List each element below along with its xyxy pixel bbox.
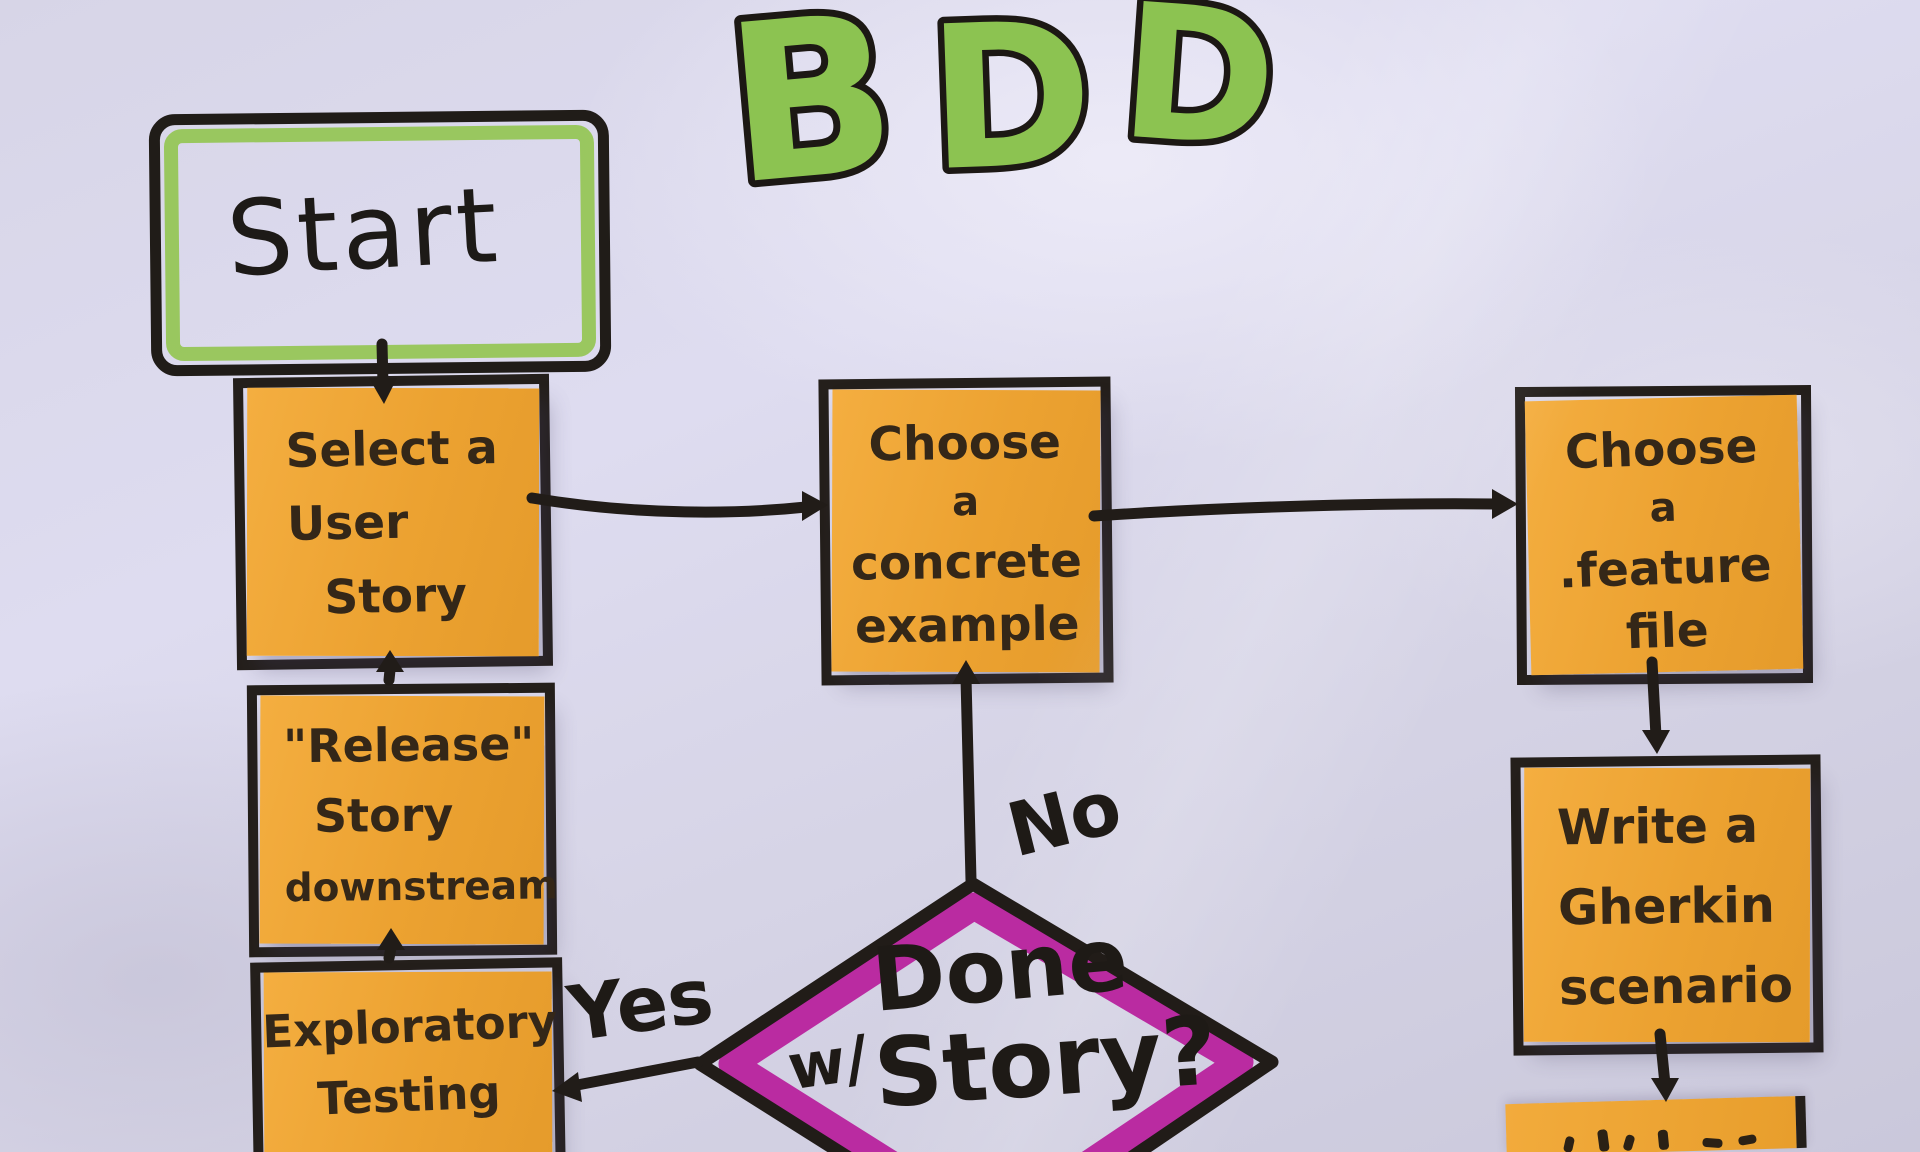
- sticky-line: .feature: [1557, 537, 1773, 600]
- sticky-paper: Choose a .feature file: [1524, 394, 1804, 676]
- sticky-line: Choose: [1564, 418, 1759, 481]
- sticky-write-gherkin-scenario: Write a Gherkin scenario: [1510, 754, 1824, 1056]
- decision-line-story: Story?: [870, 996, 1221, 1130]
- no-label: No: [999, 763, 1130, 875]
- sticky-line: Gherkin: [1557, 876, 1776, 937]
- arrow-select-to-example: [526, 491, 828, 521]
- sticky-paper: Exploratory Testing: [261, 971, 559, 1152]
- arrow-example-to-feature: [1088, 489, 1518, 522]
- sticky-line: Story: [313, 787, 454, 844]
- sticky-choose-concrete-example: Choose a concrete example: [818, 376, 1114, 686]
- sticky-line: downstream: [284, 862, 558, 911]
- sticky-line: a: [1648, 485, 1678, 532]
- sticky-line: "Release": [282, 716, 535, 774]
- sticky-line: example: [854, 596, 1080, 655]
- arrow-no-to-example: [952, 660, 980, 886]
- decision-line-w: w/: [783, 1020, 873, 1105]
- sticky-paper: "Release" Story downstream: [259, 695, 558, 945]
- sticky-line: file: [1624, 602, 1710, 661]
- sticky-line: Choose: [868, 414, 1062, 473]
- sticky-line: scenario: [1558, 956, 1794, 1016]
- sticky-select-user-story: Select a User Story: [232, 373, 554, 671]
- sticky-line: Exploratory: [261, 994, 559, 1059]
- sticky-line: Select a: [285, 419, 499, 480]
- arrow-yes-to-exploratory: [552, 1056, 704, 1102]
- sticky-line: Testing: [316, 1065, 502, 1126]
- sticky-line: Story: [323, 567, 468, 626]
- title-letter-d2: D: [1114, 0, 1283, 190]
- sticky-line: Write a: [1556, 796, 1759, 857]
- title-letter-b: B: [718, 0, 906, 228]
- sticky-choose-feature-file: Choose a .feature file: [1514, 384, 1814, 686]
- sticky-paper: [1505, 1095, 1807, 1152]
- yes-label: Yes: [562, 950, 719, 1059]
- start-label: Start: [223, 163, 505, 301]
- title-letter-d1: D: [924, 0, 1096, 215]
- sticky-paper: Select a User Story: [246, 387, 540, 657]
- sticky-paper: Choose a concrete example: [831, 389, 1101, 673]
- sticky-exploratory-testing: Exploratory Testing: [250, 957, 566, 1152]
- sticky-line: a: [951, 479, 980, 526]
- start-node: Start: [148, 109, 612, 377]
- cut-off-sticky: [1505, 1095, 1807, 1152]
- sticky-release-story-downstream: "Release" Story downstream: [246, 682, 558, 958]
- bdd-title: B D D: [711, 0, 1290, 228]
- sticky-line: User: [286, 495, 409, 553]
- sticky-paper: Write a Gherkin scenario: [1523, 767, 1811, 1043]
- sticky-line: concrete: [850, 533, 1083, 592]
